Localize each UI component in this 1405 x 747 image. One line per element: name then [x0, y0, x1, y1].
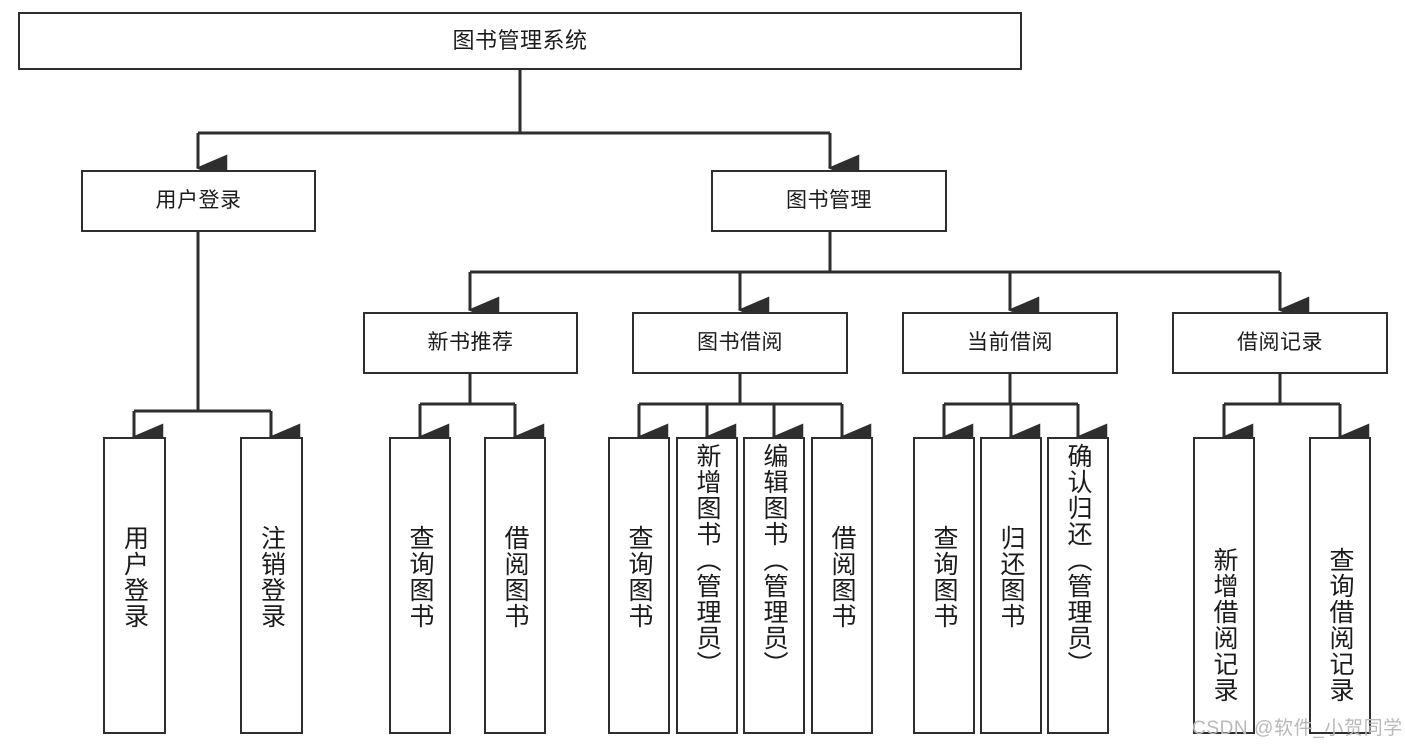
leaf-add-book-admin[interactable]: 新增图书（管理员） — [676, 437, 738, 734]
node-label: 图书借阅 — [697, 330, 783, 354]
node-current-borrow[interactable]: 当前借阅 — [902, 312, 1118, 374]
node-label: 借阅图书 — [828, 525, 856, 629]
leaf-query-book-recommend[interactable]: 查询图书 — [389, 437, 451, 734]
node-label: 编辑图书（管理员） — [760, 443, 788, 677]
leaf-query-book-current[interactable]: 查询图书 — [913, 437, 975, 734]
node-label: 用户登录 — [120, 525, 149, 629]
node-label: 用户登录 — [155, 188, 242, 212]
leaf-borrow-book[interactable]: 借阅图书 — [811, 437, 873, 734]
node-book-management[interactable]: 图书管理 — [711, 170, 947, 232]
node-label: 查询图书 — [625, 525, 653, 629]
node-user-login[interactable]: 用户登录 — [81, 170, 316, 232]
node-label: 新增借阅记录 — [1210, 547, 1238, 703]
leaf-logout[interactable]: 注销登录 — [240, 437, 303, 734]
leaf-edit-book-admin[interactable]: 编辑图书（管理员） — [743, 437, 805, 734]
node-label: 注销登录 — [257, 525, 286, 629]
node-new-book-recommend[interactable]: 新书推荐 — [363, 312, 578, 374]
leaf-return-book[interactable]: 归还图书 — [980, 437, 1042, 734]
node-label: 查询图书 — [406, 525, 434, 629]
node-label: 查询图书 — [930, 525, 958, 629]
csdn-watermark: CSDN @软件_小贺同学 — [1192, 718, 1403, 739]
node-label: 当前借阅 — [967, 330, 1053, 354]
leaf-query-borrow-record[interactable]: 查询借阅记录 — [1309, 437, 1371, 734]
node-label: 确认归还（管理员） — [1064, 443, 1092, 677]
leaf-confirm-return-admin[interactable]: 确认归还（管理员） — [1047, 437, 1109, 734]
node-label: 新书推荐 — [427, 330, 514, 354]
leaf-user-login[interactable]: 用户登录 — [103, 437, 166, 734]
node-label: 图书管理 — [786, 188, 872, 212]
node-book-borrow[interactable]: 图书借阅 — [632, 312, 848, 374]
node-borrow-record[interactable]: 借阅记录 — [1172, 312, 1388, 374]
node-root-book-management-system[interactable]: 图书管理系统 — [18, 12, 1022, 70]
leaf-query-book-borrow[interactable]: 查询图书 — [608, 437, 670, 734]
node-label: 归还图书 — [997, 525, 1025, 629]
node-label: 新增图书（管理员） — [693, 443, 721, 677]
node-label: 借阅图书 — [501, 525, 529, 629]
leaf-add-borrow-record[interactable]: 新增借阅记录 — [1193, 437, 1255, 734]
node-label: 借阅记录 — [1237, 330, 1323, 354]
node-label: 图书管理系统 — [452, 28, 588, 54]
leaf-borrow-book-recommend[interactable]: 借阅图书 — [484, 437, 546, 734]
node-label: 查询借阅记录 — [1326, 547, 1354, 703]
